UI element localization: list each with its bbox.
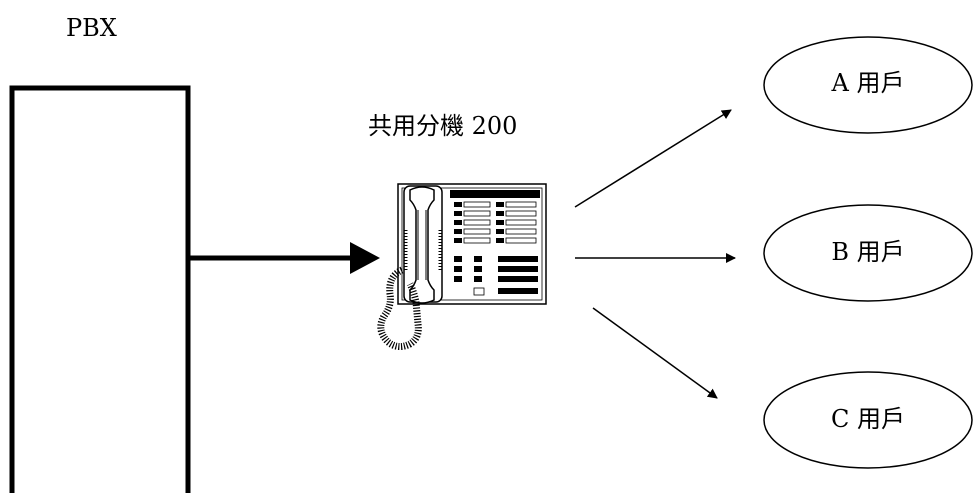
user-a-label: A 用戶 — [831, 69, 905, 97]
telephone-icon — [377, 183, 547, 351]
user-b-ellipse — [763, 204, 973, 302]
pbx-to-phone-arrow — [188, 242, 380, 274]
shared-extension-label: 共用分機 200 — [368, 112, 518, 140]
user-c-ellipse — [763, 371, 973, 469]
arrow-to-user-a — [574, 109, 732, 208]
pbx-label: PBX — [66, 14, 117, 42]
user-c-label: C 用戶 — [831, 405, 905, 433]
user-a-ellipse — [763, 36, 973, 134]
user-b-label: B 用戶 — [831, 238, 905, 266]
arrow-to-user-c — [592, 307, 718, 399]
pbx-box — [9, 85, 191, 493]
